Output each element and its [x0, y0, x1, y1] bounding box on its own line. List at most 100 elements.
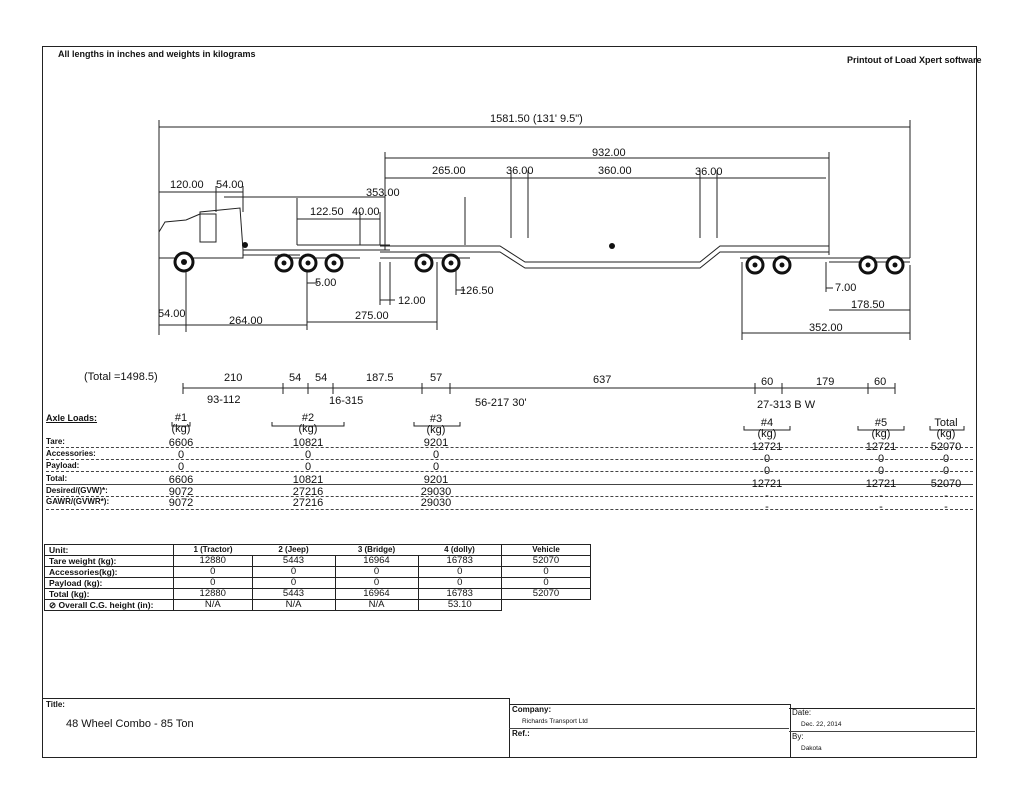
unit-cell [502, 600, 591, 611]
axle-accessories-value: 0 [304, 449, 312, 461]
axle-gawr-value: 29030 [420, 497, 452, 509]
spacing-value: 54 [289, 372, 302, 384]
dim-122: 122.50 [310, 206, 344, 218]
row-separator [46, 484, 973, 485]
axle-payload-value: 0 [942, 465, 950, 477]
unit-cell: 52070 [501, 555, 591, 567]
dim-126: 126.50 [460, 285, 494, 297]
title-value: 48 Wheel Combo - 85 Ton [66, 718, 194, 730]
dim-36b: 36.00 [695, 166, 723, 178]
dim-5: 5.00 [315, 277, 337, 289]
unit-header: 2 (Jeep) [252, 544, 335, 556]
dim-36a: 36.00 [506, 165, 534, 177]
axle-total-value: 9201 [423, 474, 449, 486]
dim-275: 275.00 [355, 310, 389, 322]
axle-total-value: 12721 [751, 478, 783, 490]
unit-cell: N/A [251, 599, 336, 611]
unit-table: Unit: 1 (Tractor) 2 (Jeep) 3 (Bridge) 4 … [44, 544, 591, 611]
unit-header: 1 (Tractor) [173, 544, 252, 556]
company-box [509, 704, 791, 757]
axle-payload-value: 0 [432, 461, 440, 473]
dim-264: 264.00 [229, 315, 263, 327]
date-label: Date: [792, 708, 812, 717]
axle-tare-value: 6606 [168, 437, 194, 449]
axle-accessories-value: 0 [432, 449, 440, 461]
unit-header: 3 (Bridge) [335, 544, 418, 556]
spacing-note: 16-315 [329, 395, 364, 407]
axle-loads-title: Axle Loads: [46, 413, 98, 423]
axle-desired-value: - [879, 490, 883, 502]
axle-tare-value: 52070 [930, 441, 962, 453]
axle-gawr-value: 9072 [168, 497, 194, 509]
axle-total-value: 52070 [930, 478, 962, 490]
by-label: By: [792, 732, 804, 741]
axle-payload-value: 0 [763, 465, 771, 477]
dim-265: 265.00 [432, 165, 466, 177]
axle-payload-value: 0 [304, 461, 312, 473]
row-separator [46, 496, 973, 497]
row-separator [46, 447, 973, 448]
spacing-value: 637 [593, 374, 612, 386]
axle-tare-value: 9201 [423, 437, 449, 449]
axle-group-name: #3 [429, 413, 443, 425]
axle-desired-value: 9072 [168, 486, 194, 498]
axle-desired-value: 27216 [292, 486, 324, 498]
unit-cell: 5443 [251, 555, 336, 567]
row-separator [46, 459, 973, 460]
unit-cell: N/A [334, 599, 419, 611]
unit-cell: 5443 [251, 588, 336, 600]
axle-gawr-value: - [879, 501, 883, 513]
unit-cell: 52070 [501, 588, 591, 600]
unit-row-label: Accessories(kg): [44, 566, 174, 578]
row-label-desired: Desired/(GVW)*: [46, 486, 108, 495]
row-separator [46, 509, 973, 510]
unit-cell: 0 [173, 577, 253, 589]
axle-payload-value: 0 [877, 465, 885, 477]
dim-40: 40.00 [352, 206, 380, 218]
axle-group-unit: (kg) [936, 428, 956, 440]
title-label: Title: [46, 700, 65, 709]
spacing-value: 60 [761, 376, 774, 388]
by-value: Dakota [801, 745, 822, 752]
unit-cell: 53.10 [417, 599, 502, 611]
axle-accessories-value: 0 [942, 453, 950, 465]
axle-total-value: 12721 [865, 478, 897, 490]
company-value: Richards Transport Ltd [522, 718, 588, 725]
spacing-total: (Total =1498.5) [84, 371, 158, 383]
date-value: Dec. 22, 2014 [801, 721, 842, 728]
axle-total-value: 6606 [168, 474, 194, 486]
unit-cell: 0 [173, 566, 253, 578]
axle-accessories-value: 0 [877, 453, 885, 465]
unit-cell: 0 [251, 566, 336, 578]
axle-group-name: #5 [874, 417, 888, 429]
axle-payload-value: 0 [177, 461, 185, 473]
axle-desired-value: - [944, 490, 948, 502]
axle-tare-value: 10821 [292, 437, 324, 449]
software-note: Printout of Load Xpert software [847, 55, 982, 65]
footer-separator [509, 728, 789, 729]
row-label-tare: Tare: [46, 437, 65, 446]
axle-group-unit: (kg) [298, 423, 318, 435]
unit-cell: 0 [417, 577, 502, 589]
row-label-payload: Payload: [46, 461, 80, 470]
unit-cell: 16964 [334, 588, 419, 600]
unit-cell: N/A [173, 599, 253, 611]
unit-cell: 16783 [417, 588, 502, 600]
axle-group-name: #4 [760, 417, 774, 429]
axle-group-unit: (kg) [871, 428, 891, 440]
unit-row-label: Tare weight (kg): [44, 555, 174, 567]
ref-label: Ref.: [512, 729, 530, 738]
dim-54-bottom: 54.00 [158, 308, 186, 320]
row-label-accessories: Accessories: [46, 449, 96, 458]
unit-cell: 0 [334, 566, 419, 578]
row-separator [46, 471, 973, 472]
units-note: All lengths in inches and weights in kil… [58, 49, 256, 59]
spacing-value: 179 [816, 376, 835, 388]
unit-cell: 0 [251, 577, 336, 589]
axle-accessories-value: 0 [177, 449, 185, 461]
axle-group-name: Total [934, 417, 958, 429]
overall-length: 1581.50 (131' 9.5") [490, 113, 583, 125]
